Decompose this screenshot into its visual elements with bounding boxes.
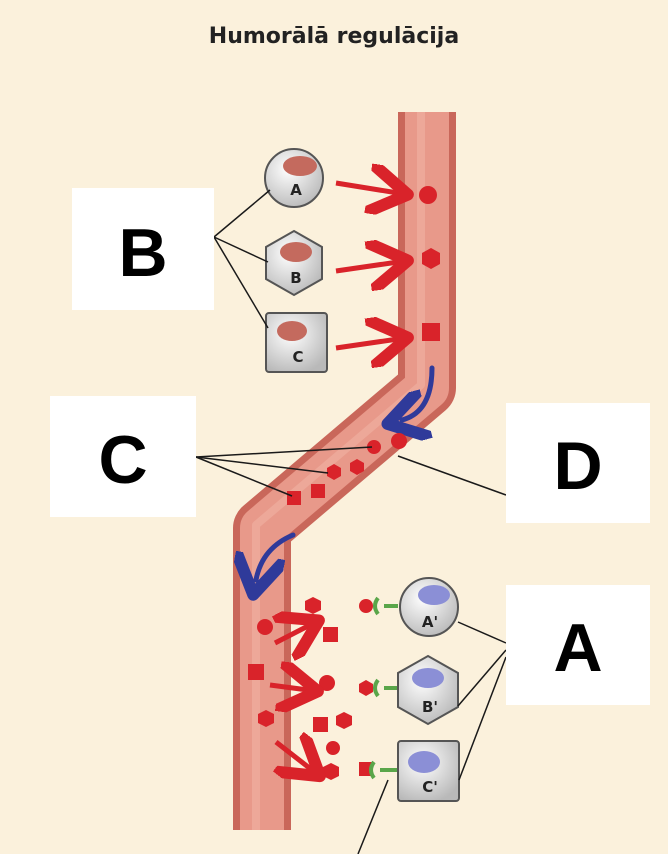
label-box-c: C <box>50 396 196 517</box>
secretion-arrow <box>335 262 398 271</box>
secreting-cell-b: B <box>265 229 323 297</box>
diffusion-arrow <box>269 685 308 690</box>
secreting-cell-label: C <box>292 348 303 366</box>
hormone-hexagon <box>305 597 321 614</box>
target-cell-b: B' <box>397 654 459 726</box>
label-box-a: A <box>506 585 650 705</box>
flow-arrow-upper <box>402 365 435 420</box>
target-cell-c: C' <box>397 740 460 802</box>
hormone-square <box>422 323 440 341</box>
label-d: D <box>553 428 602 504</box>
hormone-circle <box>359 599 373 613</box>
label-c: C <box>98 422 147 498</box>
hormone-hexagon <box>422 248 440 269</box>
target-cell-label: A' <box>422 613 438 631</box>
receptor <box>369 760 398 780</box>
hormone-circle <box>319 675 335 691</box>
hormone-hexagon <box>258 710 274 727</box>
target-cell-a: A' <box>399 577 459 637</box>
diffusion-arrow <box>276 742 312 770</box>
secreting-cell-label: A <box>290 181 302 199</box>
hormone-square <box>248 664 264 680</box>
hormone-square <box>323 627 338 642</box>
label-box-b: B <box>72 188 214 310</box>
hormone-circle <box>257 619 273 635</box>
secreting-cell-a: A <box>264 148 324 208</box>
receptor <box>373 596 398 616</box>
diagram-title: Humorālā regulācija <box>208 24 460 49</box>
hormone-circle <box>367 440 381 454</box>
hormone-square <box>287 491 301 505</box>
label-a: A <box>553 610 602 686</box>
hormone-hexagon <box>350 459 364 475</box>
target-cell-label: B' <box>422 698 438 716</box>
label-b: B <box>118 215 167 291</box>
hormone-hexagon <box>323 763 339 780</box>
hormone-circle <box>391 433 407 449</box>
secreting-cell-c: C <box>265 312 328 373</box>
hormone-circle <box>419 186 437 204</box>
secretion-arrow <box>335 183 398 193</box>
secretion-arrow <box>335 339 398 348</box>
receptor <box>373 678 398 698</box>
hormone-circle <box>326 741 340 755</box>
flow-arrow-lower <box>256 532 296 580</box>
hormone-square <box>313 717 328 732</box>
label-box-d: D <box>506 403 650 523</box>
secreting-cell-label: B <box>290 269 301 287</box>
leader-lines <box>195 189 507 854</box>
hormone-hexagon <box>359 680 373 696</box>
hormone-hexagon <box>327 464 341 480</box>
hormone-square <box>311 484 325 498</box>
target-cell-label: C' <box>422 778 438 796</box>
hormone-hexagon <box>336 712 352 729</box>
diffusion-arrow <box>275 625 310 643</box>
